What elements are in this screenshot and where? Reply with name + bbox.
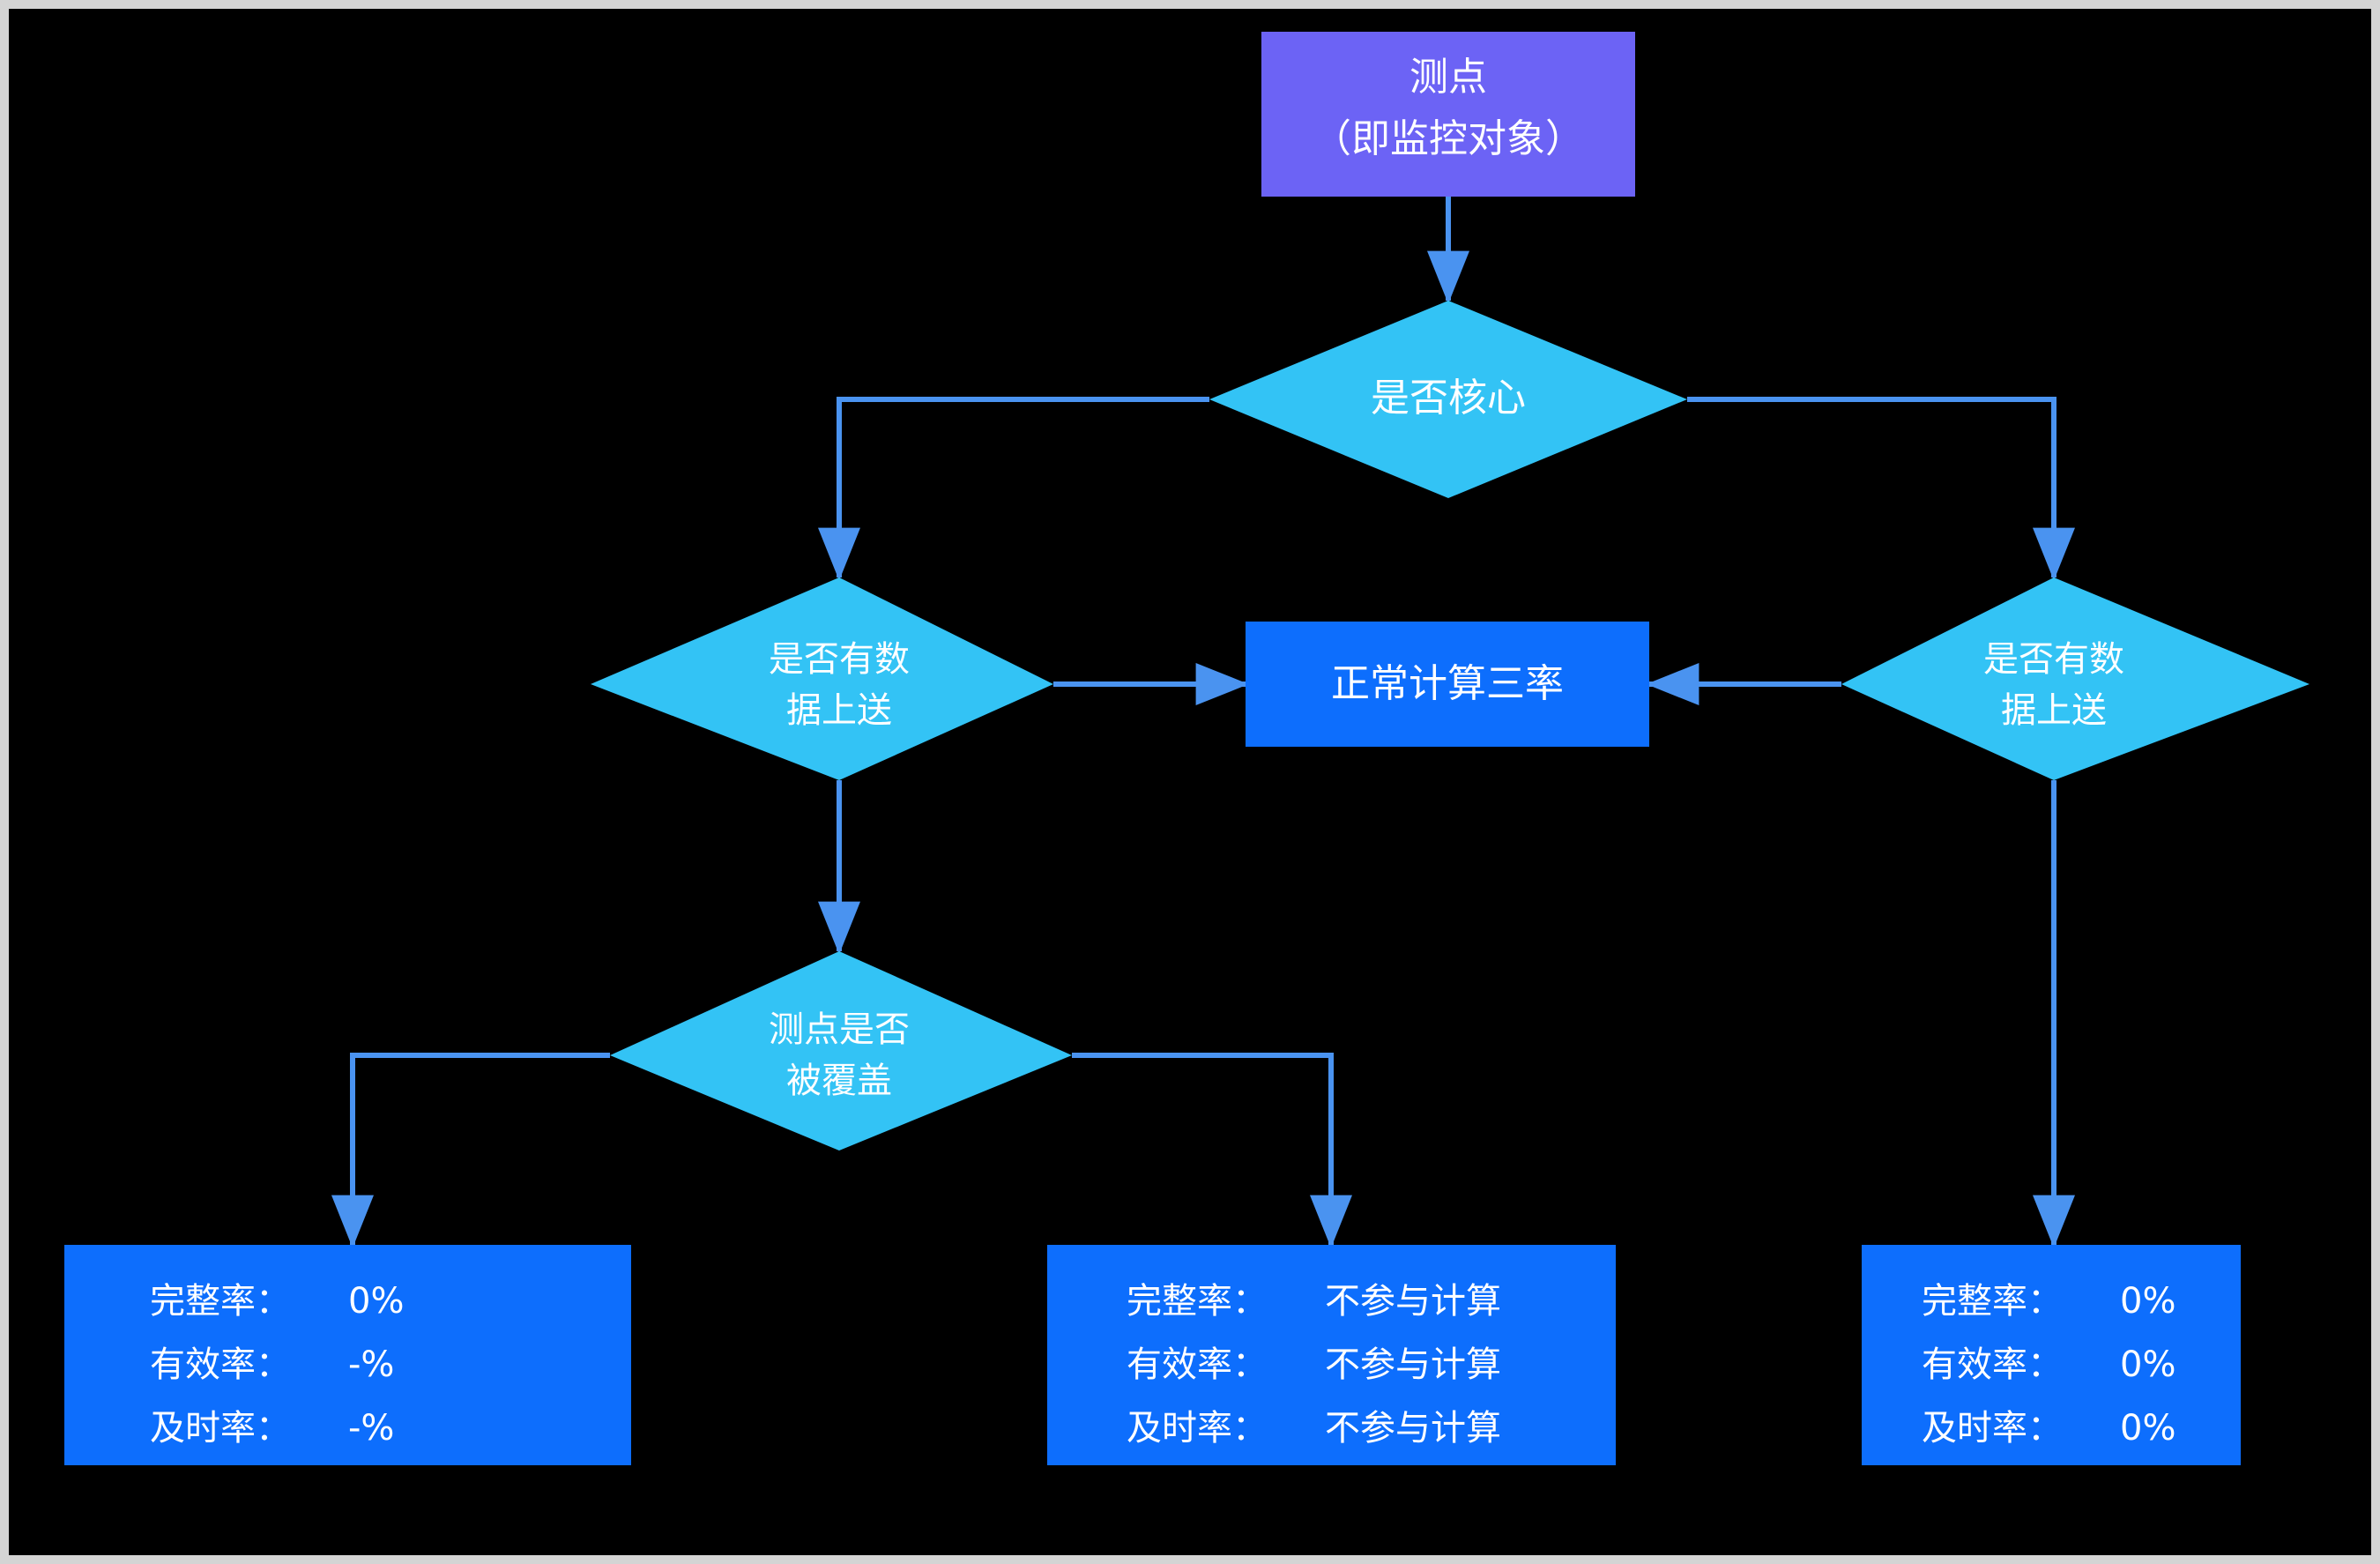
result-right-row-0-label: 完整率： — [1922, 1281, 2063, 1322]
result-middle-box[interactable] — [1047, 1245, 1616, 1465]
result-right-row-1-value: 0% — [2120, 1344, 2175, 1385]
result-left-box[interactable] — [64, 1245, 631, 1465]
node-decision-core[interactable]: 是否核心 — [1209, 301, 1687, 498]
start-node-line2: （即监控对象） — [1313, 116, 1584, 161]
result-middle-row-0-label: 完整率： — [1127, 1281, 1268, 1322]
result-left-row-1-value: -% — [348, 1344, 394, 1385]
start-node-line1: 测点 — [1409, 55, 1487, 100]
normal-calc-label: 正常计算三率 — [1331, 661, 1564, 706]
start-node-box[interactable] — [1261, 32, 1635, 197]
edge-core-to-data-right — [1687, 397, 2075, 581]
edge-covered-to-result-left — [331, 1053, 610, 1248]
connectors — [331, 197, 2075, 1248]
decision-core-shape[interactable] — [1209, 301, 1687, 498]
result-left-row-2-label: 及时率： — [150, 1408, 291, 1449]
result-right-row-2-value: 0% — [2120, 1408, 2175, 1449]
normal-calc-box[interactable] — [1246, 622, 1649, 747]
node-start[interactable]: 测点 （即监控对象） — [1261, 32, 1635, 197]
node-result-middle[interactable]: 完整率： 不参与计算 有效率： 不参与计算 及时率： 不参与计算 — [1047, 1245, 1616, 1465]
result-right-box[interactable] — [1862, 1245, 2241, 1465]
node-result-left[interactable]: 完整率： 0% 有效率： -% 及时率： -% — [64, 1245, 631, 1465]
edge-core-to-data-left — [818, 397, 1209, 581]
result-middle-row-2-value: 不参与计算 — [1325, 1408, 1501, 1449]
result-left-row-1-label: 有效率： — [150, 1344, 291, 1385]
decision-data-left-shape[interactable] — [591, 577, 1053, 780]
decision-covered-line2: 被覆盖 — [786, 1061, 892, 1101]
decision-data-right-line2: 据上送 — [2001, 690, 2107, 731]
decision-covered-shape[interactable] — [610, 951, 1072, 1151]
result-left-row-0-label: 完整率： — [150, 1281, 291, 1322]
node-result-right[interactable]: 完整率： 0% 有效率： 0% 及时率： 0% — [1862, 1245, 2241, 1465]
decision-covered-line1: 测点是否 — [769, 1009, 910, 1050]
result-left-row-2-value: -% — [348, 1408, 394, 1449]
flowchart-canvas: 测点 （即监控对象） 是否核心 是否有数 据上送 是否有数 据上送 正常计算三率… — [64, 32, 2309, 1465]
result-right-row-1-label: 有效率： — [1922, 1344, 2063, 1385]
decision-data-right-shape[interactable] — [1841, 577, 2309, 780]
diagram-frame: 测点 （即监控对象） 是否核心 是否有数 据上送 是否有数 据上送 正常计算三率… — [9, 9, 2371, 1555]
node-decision-data-left[interactable]: 是否有数 据上送 — [591, 577, 1053, 780]
result-right-row-0-value: 0% — [2120, 1281, 2175, 1322]
decision-core-label: 是否核心 — [1371, 376, 1526, 421]
node-decision-data-right[interactable]: 是否有数 据上送 — [1841, 577, 2309, 780]
node-decision-covered[interactable]: 测点是否 被覆盖 — [610, 951, 1072, 1151]
result-middle-row-1-value: 不参与计算 — [1325, 1344, 1501, 1385]
decision-data-right-line1: 是否有数 — [1983, 639, 2124, 680]
decision-data-left-line1: 是否有数 — [769, 639, 910, 680]
decision-data-left-line2: 据上送 — [786, 690, 892, 731]
result-left-row-0-value: 0% — [348, 1281, 404, 1322]
edge-covered-to-result-middle — [1072, 1053, 1352, 1248]
node-normal-calc[interactable]: 正常计算三率 — [1246, 622, 1649, 747]
result-right-row-2-label: 及时率： — [1922, 1408, 2063, 1449]
result-middle-row-1-label: 有效率： — [1127, 1344, 1268, 1385]
result-middle-row-0-value: 不参与计算 — [1325, 1281, 1501, 1322]
result-middle-row-2-label: 及时率： — [1127, 1408, 1268, 1449]
